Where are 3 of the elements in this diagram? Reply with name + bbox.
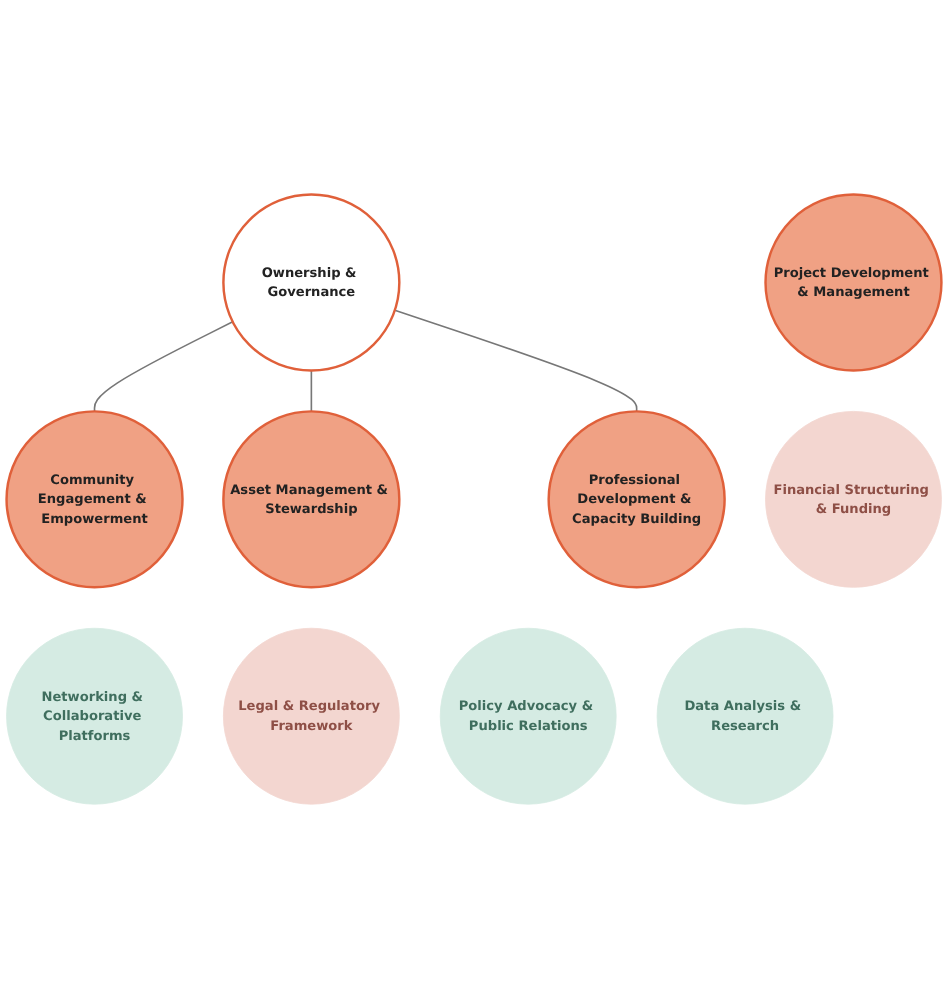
- connector: [394, 309, 638, 412]
- connector: [310, 369, 313, 412]
- connector: [93, 320, 234, 412]
